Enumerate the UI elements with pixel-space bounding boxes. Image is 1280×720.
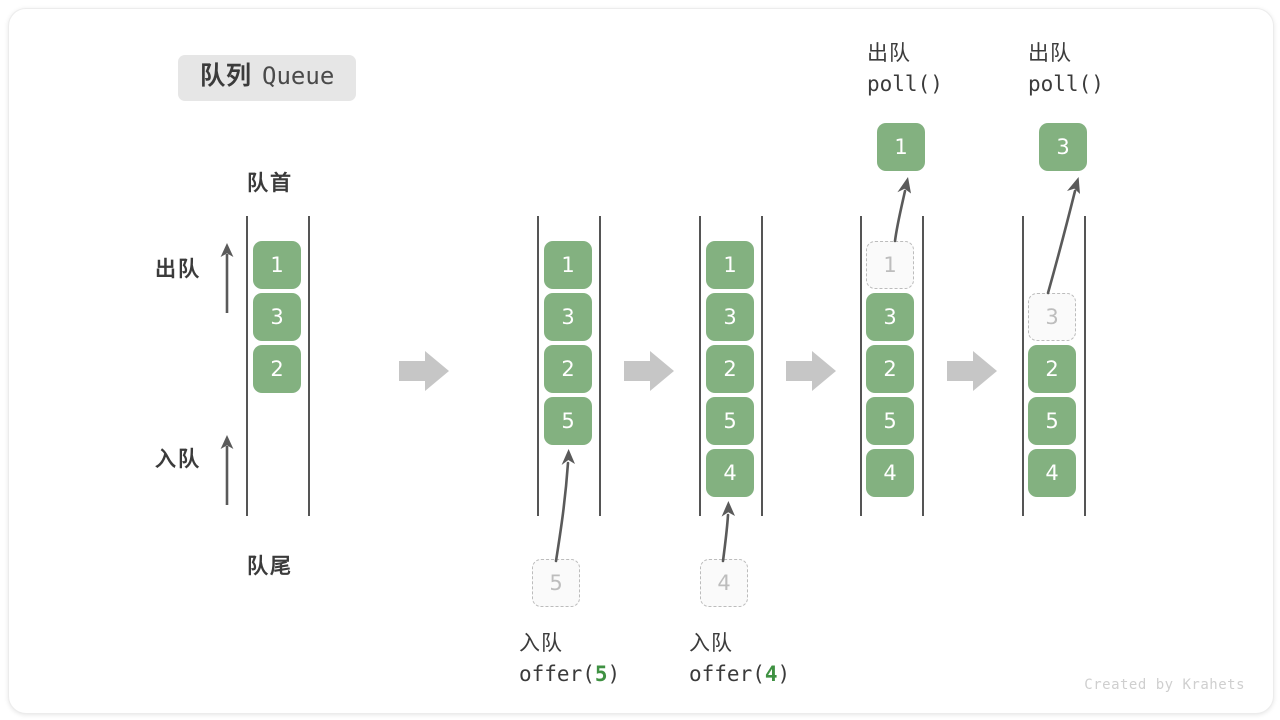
queue-element: 3 bbox=[544, 293, 592, 341]
diagram-title-badge: 队列 Queue bbox=[178, 55, 357, 101]
queue-element-new: 4 bbox=[706, 449, 754, 497]
diagram-card: 队列 Queue 队首 队尾 出队 入队 1 3 2 1 3 2 5 5 入队 o… bbox=[8, 8, 1274, 714]
watermark: Created by Krahets bbox=[1084, 677, 1245, 693]
step-transition-arrow bbox=[399, 351, 449, 391]
step-transition-arrow bbox=[786, 351, 836, 391]
fn-close: ) bbox=[777, 662, 791, 687]
dequeue-direction-arrow bbox=[220, 243, 234, 313]
fn-open: poll( bbox=[867, 72, 931, 97]
queue-element: 4 bbox=[1028, 449, 1076, 497]
queue-rail-right-4 bbox=[922, 216, 924, 516]
queue-element: 5 bbox=[1028, 397, 1076, 445]
title-en: Queue bbox=[262, 62, 335, 90]
queue-rail-left-1 bbox=[246, 216, 248, 516]
ghost-element: 1 bbox=[866, 241, 914, 289]
queue-element: 2 bbox=[706, 345, 754, 393]
operation-caption-offer-4: 入队 offer(4) bbox=[689, 629, 790, 690]
operation-code: poll() bbox=[1028, 69, 1104, 99]
queue-element: 3 bbox=[866, 293, 914, 341]
step-transition-arrow bbox=[624, 351, 674, 391]
enqueue-motion-arrow bbox=[721, 501, 735, 563]
fn-open: offer( bbox=[519, 662, 595, 687]
queue-element: 5 bbox=[866, 397, 914, 445]
operation-name: 入队 bbox=[689, 632, 733, 655]
queue-element: 5 bbox=[706, 397, 754, 445]
fn-close: ) bbox=[607, 662, 621, 687]
queue-rail-right-5 bbox=[1084, 216, 1086, 516]
operation-code: offer(4) bbox=[689, 659, 790, 689]
operation-name: 出队 bbox=[867, 42, 911, 65]
queue-rail-right-1 bbox=[308, 216, 310, 516]
operation-caption-poll-1: 出队 poll() bbox=[867, 39, 943, 100]
enqueue-direction-label: 入队 bbox=[155, 448, 201, 471]
operation-name: 入队 bbox=[519, 632, 563, 655]
queue-element: 1 bbox=[253, 241, 301, 289]
fn-arg: 5 bbox=[594, 662, 608, 687]
step-transition-arrow bbox=[947, 351, 997, 391]
queue-element: 3 bbox=[253, 293, 301, 341]
operation-name: 出队 bbox=[1028, 42, 1072, 65]
queue-element: 3 bbox=[706, 293, 754, 341]
ghost-element: 5 bbox=[532, 559, 580, 607]
fn-open: offer( bbox=[689, 662, 765, 687]
operation-code: poll() bbox=[867, 69, 943, 99]
operation-code: offer(5) bbox=[519, 659, 620, 689]
queue-head-label: 队首 bbox=[247, 172, 293, 195]
operation-caption-poll-3: 出队 poll() bbox=[1028, 39, 1104, 100]
title-cn: 队列 bbox=[200, 62, 253, 90]
enqueue-direction-arrow bbox=[220, 435, 234, 505]
fn-close: ) bbox=[930, 72, 943, 97]
fn-close: ) bbox=[1091, 72, 1104, 97]
queue-element: 2 bbox=[1028, 345, 1076, 393]
queue-rail-left-5 bbox=[1022, 216, 1024, 516]
queue-element: 1 bbox=[706, 241, 754, 289]
dequeue-direction-label: 出队 bbox=[155, 258, 201, 281]
fn-open: poll( bbox=[1028, 72, 1092, 97]
queue-element: 4 bbox=[866, 449, 914, 497]
fn-arg: 4 bbox=[764, 662, 778, 687]
queue-tail-label: 队尾 bbox=[247, 555, 293, 578]
queue-rail-right-2 bbox=[599, 216, 601, 516]
operation-caption-offer-5: 入队 offer(5) bbox=[519, 629, 620, 690]
enqueue-motion-arrow bbox=[554, 449, 575, 563]
polled-element: 1 bbox=[877, 123, 925, 171]
queue-element: 2 bbox=[544, 345, 592, 393]
polled-element: 3 bbox=[1039, 123, 1087, 171]
ghost-element: 3 bbox=[1028, 293, 1076, 341]
queue-element: 2 bbox=[253, 345, 301, 393]
queue-rail-left-2 bbox=[537, 216, 539, 516]
dequeue-motion-arrow bbox=[1046, 177, 1080, 295]
queue-element: 1 bbox=[544, 241, 592, 289]
queue-element-new: 5 bbox=[544, 397, 592, 445]
queue-rail-right-3 bbox=[761, 216, 763, 516]
queue-rail-left-4 bbox=[860, 216, 862, 516]
dequeue-motion-arrow bbox=[893, 177, 911, 243]
ghost-element: 4 bbox=[700, 559, 748, 607]
queue-rail-left-3 bbox=[699, 216, 701, 516]
queue-element: 2 bbox=[866, 345, 914, 393]
